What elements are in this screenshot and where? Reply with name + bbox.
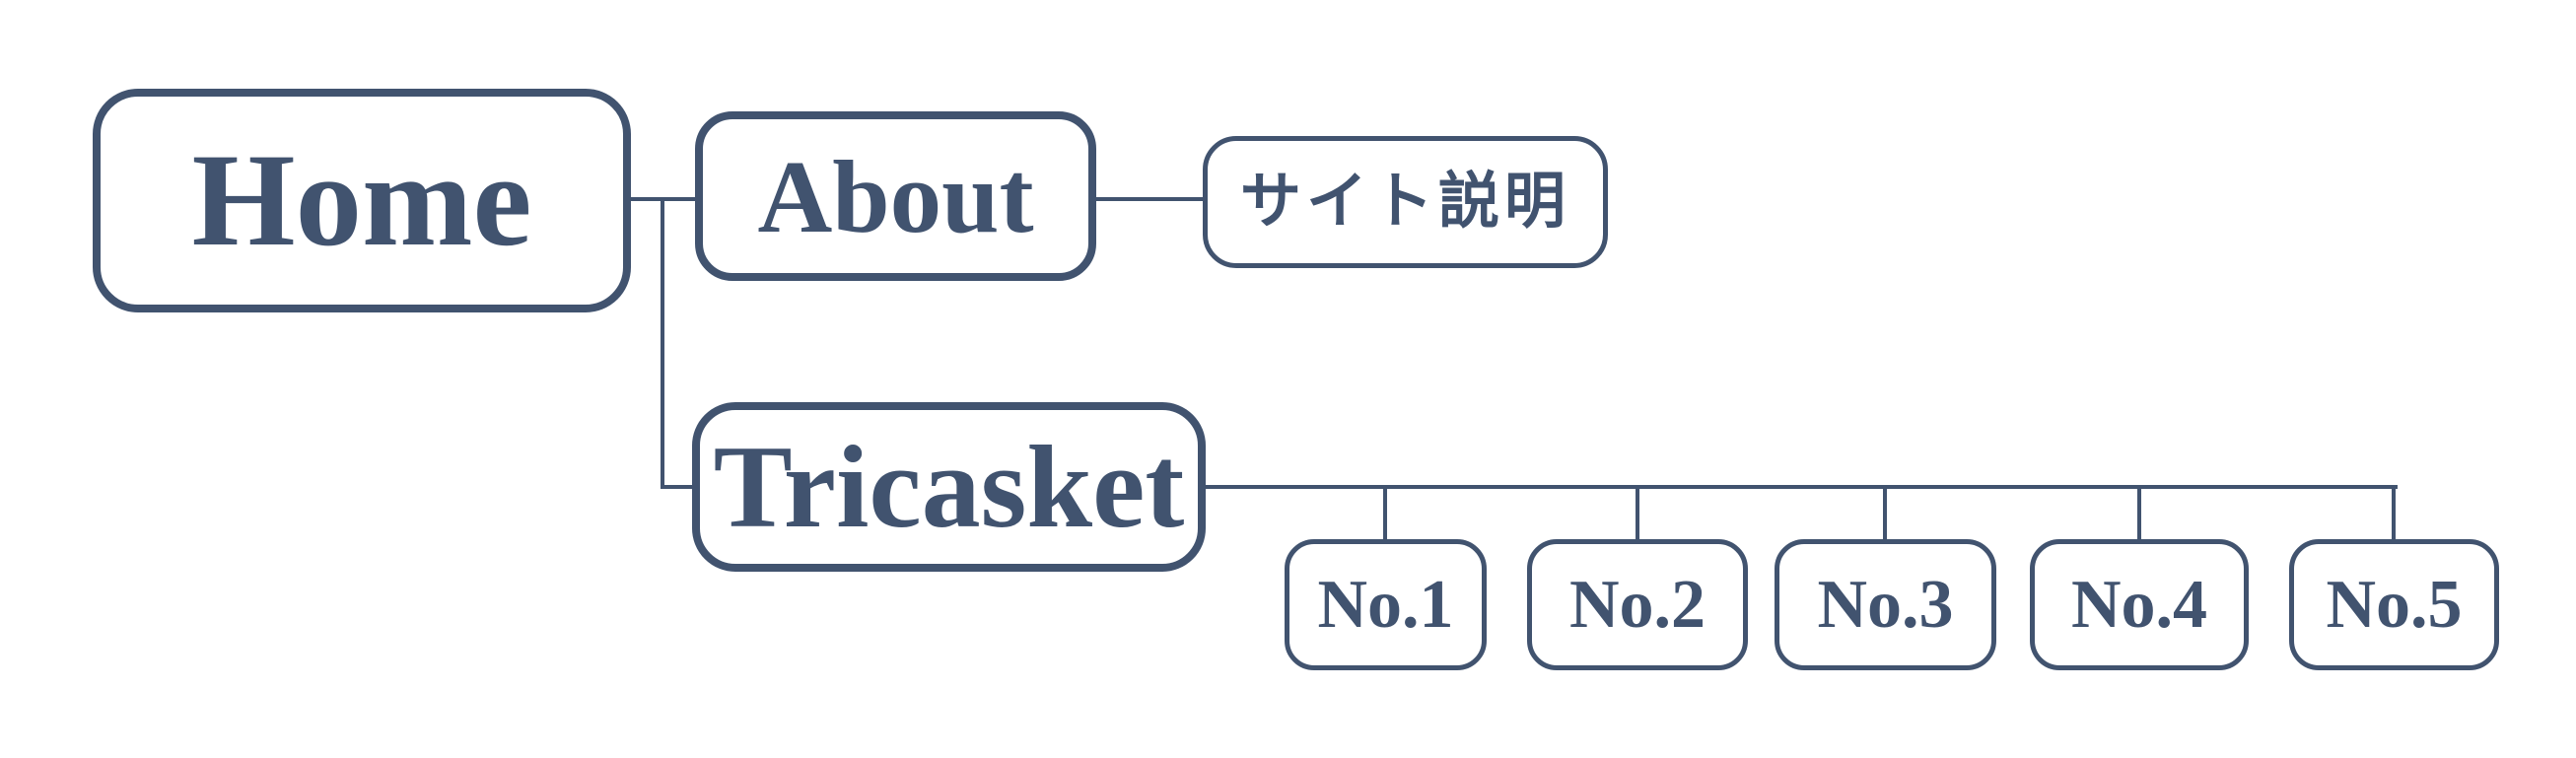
- node-site-description[interactable]: サイト説明: [1203, 136, 1608, 268]
- node-site-description-label: サイト説明: [1239, 169, 1570, 236]
- node-no1-label: No.1: [1317, 566, 1454, 643]
- node-tricasket[interactable]: Tricasket: [692, 402, 1206, 572]
- node-no3-label: No.3: [1817, 566, 1954, 643]
- connector-home-trunk: [661, 197, 664, 489]
- node-no4-label: No.4: [2070, 566, 2208, 643]
- connector-stub-no5: [2392, 485, 2396, 543]
- node-about-label: About: [757, 138, 1034, 254]
- node-tricasket-label: Tricasket: [713, 421, 1185, 552]
- node-no3[interactable]: No.3: [1775, 539, 1996, 670]
- node-home[interactable]: Home: [93, 89, 631, 312]
- connector-stub-no4: [2137, 485, 2141, 543]
- node-no1[interactable]: No.1: [1285, 539, 1487, 670]
- node-no5-label: No.5: [2326, 566, 2463, 643]
- node-no2-label: No.2: [1568, 566, 1706, 643]
- node-no2[interactable]: No.2: [1527, 539, 1748, 670]
- connector-trunk-tricasket: [661, 485, 696, 489]
- node-no5[interactable]: No.5: [2289, 539, 2499, 670]
- connector-stub-no1: [1383, 485, 1387, 543]
- node-home-label: Home: [191, 127, 532, 274]
- connector-stub-no2: [1636, 485, 1639, 543]
- connector-tricasket-rail: [1204, 485, 2398, 489]
- connector-about-site: [1094, 197, 1207, 201]
- node-about[interactable]: About: [695, 111, 1096, 281]
- connector-stub-no3: [1883, 485, 1887, 543]
- node-no4[interactable]: No.4: [2030, 539, 2249, 670]
